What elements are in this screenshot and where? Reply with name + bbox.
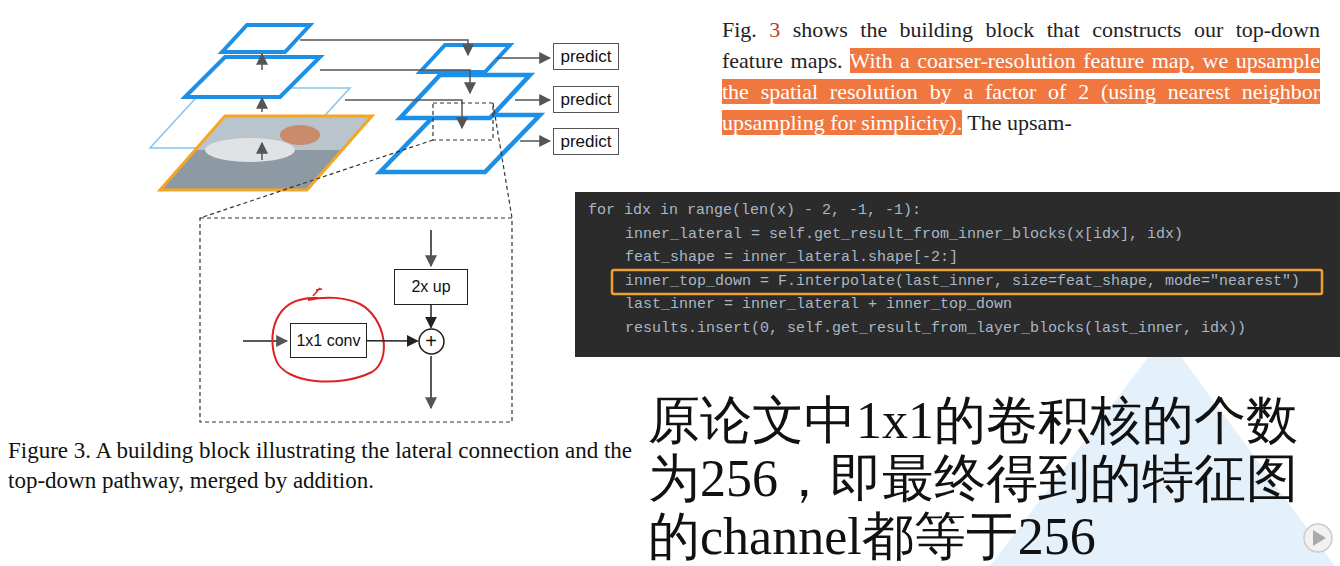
bottom-up-arrow: [261, 143, 263, 160]
code-highlight: [612, 270, 1322, 294]
circle-outline: [419, 329, 444, 354]
zoom-leader: [200, 140, 433, 218]
code-line: inner_lateral = self.get_result_from_inn…: [625, 225, 1183, 245]
feature-plane: [400, 75, 530, 118]
bottom-up-arrow: [261, 98, 263, 112]
feature-plane: [380, 115, 540, 172]
bottom-up-arrow: [261, 54, 263, 70]
input-arrow: [243, 340, 287, 342]
photo-plane: [150, 110, 380, 195]
play-icon: [1304, 524, 1332, 552]
node-label: predict: [560, 132, 611, 152]
connector-arrow: [367, 340, 418, 342]
code-line: inner_top_down = F.interpolate(last_inne…: [625, 272, 1300, 292]
conv-box: 1x1 conv: [290, 323, 367, 358]
zoom-frame: [200, 218, 512, 422]
code-line: for idx in range(len(x) - 2, -1, -1):: [588, 201, 921, 221]
lateral-arrow: [345, 100, 462, 128]
predict-box: predict: [553, 128, 619, 155]
node-label: 2x up: [411, 278, 450, 296]
node-label: predict: [560, 47, 611, 67]
zoom-region: [433, 103, 493, 140]
red-annotation-mark: [313, 288, 322, 296]
red-annotation-circle: [272, 298, 383, 382]
paper-text: 3: [769, 17, 780, 42]
caption-text: Figure 3. A building block illustrating …: [8, 438, 632, 493]
predict-arrow: [515, 99, 550, 101]
sum-circle: +: [418, 328, 445, 355]
feature-plane: [420, 45, 510, 72]
subtitle-text: 原论文中1x1的卷积核的个数为256，即最终得到的特征图的channel都等于2…: [648, 392, 1298, 565]
paper-text: The upsam-: [967, 110, 1071, 135]
code-line: last_inner = inner_lateral + inner_top_d…: [625, 295, 1012, 315]
paper-text: Fig.: [722, 17, 757, 42]
photo-plane-border: [160, 116, 372, 190]
output-arrow: [430, 356, 432, 408]
predict-box: predict: [553, 86, 619, 113]
paper-paragraph: Fig. 3 shows the building block that con…: [722, 14, 1320, 138]
lateral-arrow: [320, 70, 470, 93]
code-background: [575, 192, 1340, 357]
predict-arrow: [497, 57, 550, 59]
predict-box: predict: [553, 43, 619, 70]
node-label: predict: [560, 90, 611, 110]
video-subtitle: 原论文中1x1的卷积核的个数为256，即最终得到的特征图的channel都等于2…: [648, 392, 1328, 566]
code-block: for idx in range(len(x) - 2, -1, -1): inn…: [575, 192, 1340, 357]
node-label: +: [425, 330, 437, 353]
predict-arrow: [520, 140, 550, 142]
feature-plane: [222, 25, 310, 52]
code-line: results.insert(0, self.get_result_from_l…: [625, 319, 1246, 339]
feature-plane: [185, 57, 320, 97]
code-line: feat_shape = inner_lateral.shape[-2:]: [625, 248, 958, 268]
input-arrow: [430, 230, 432, 266]
node-label: 1x1 conv: [296, 332, 360, 350]
upsample-box: 2x up: [394, 269, 468, 305]
connector-arrow: [430, 305, 432, 328]
lateral-arrow: [300, 40, 468, 55]
figure-caption: Figure 3. A building block illustrating …: [8, 436, 638, 496]
zoom-leader: [493, 103, 512, 218]
